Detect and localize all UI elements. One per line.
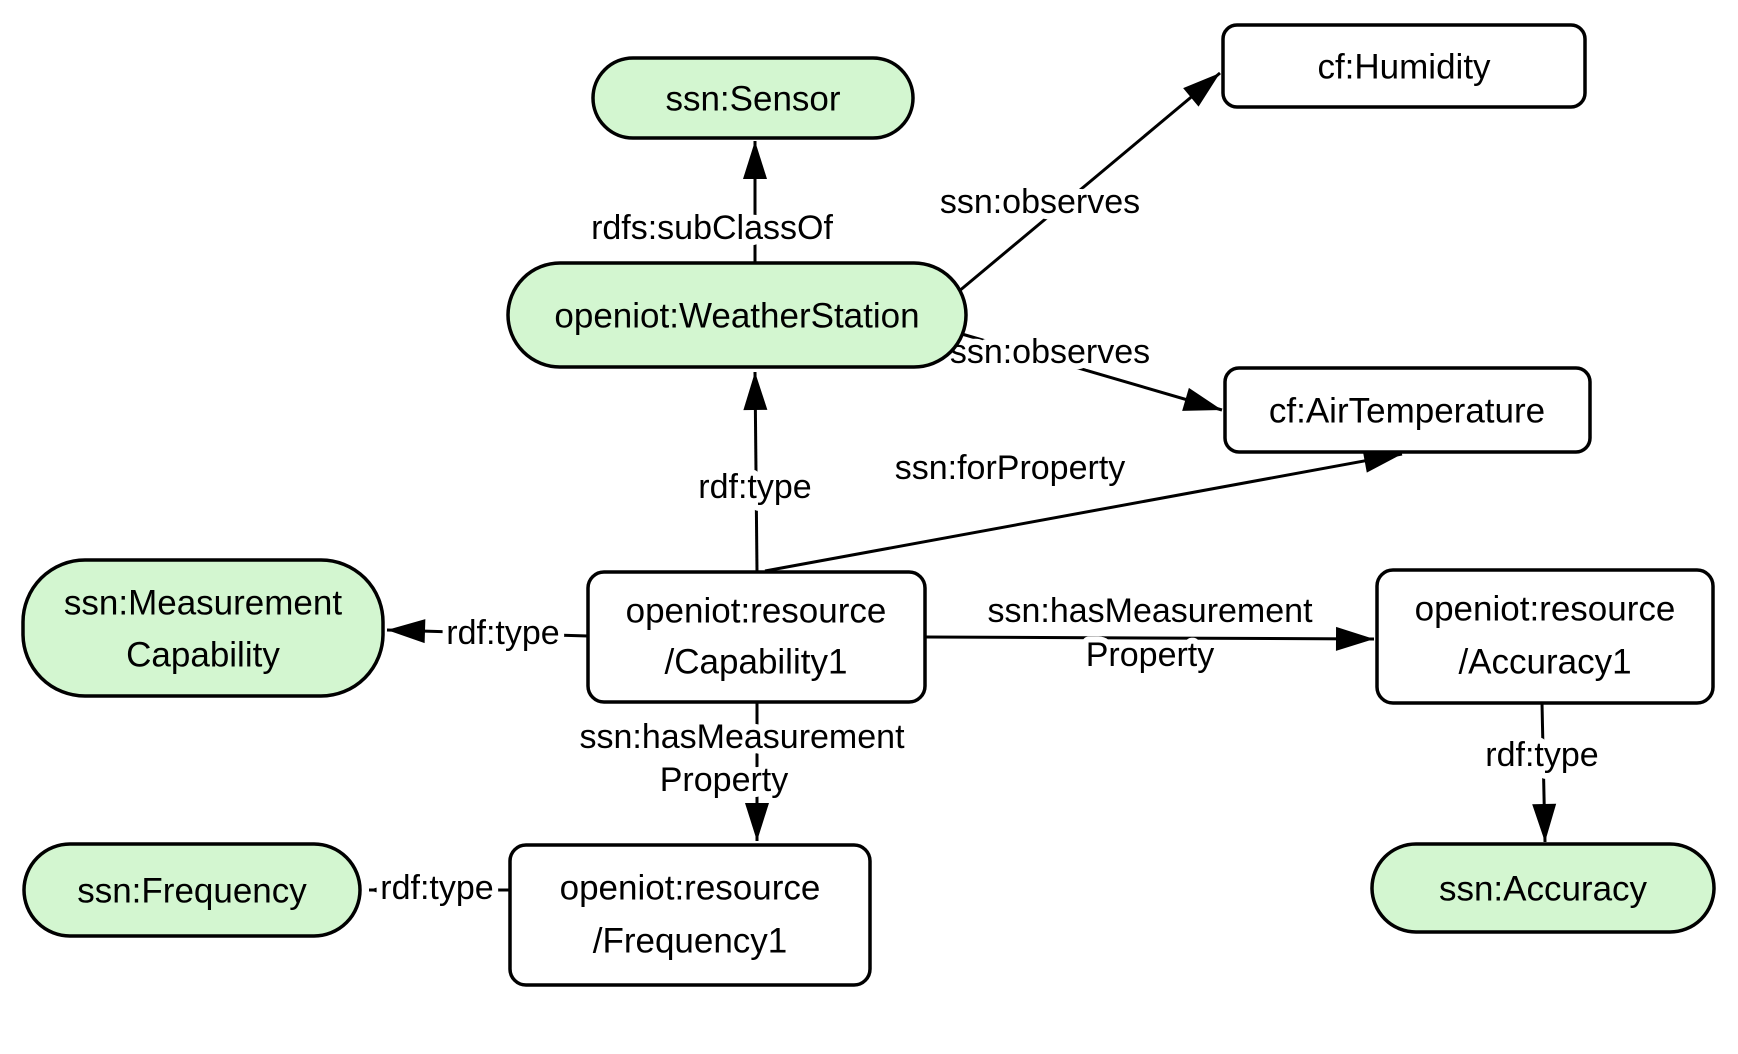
node-shape [1375, 568, 1715, 705]
node-shape [586, 570, 927, 704]
node-shape [22, 842, 362, 938]
class-node-ssn-accuracy: ssn:Accuracy [1370, 842, 1716, 934]
node-label-line1: openiot:resource [626, 592, 887, 631]
edge-label-line2: Property [660, 761, 789, 799]
node-shape [508, 843, 872, 987]
class-node-ssn-measurementcapability: ssn:Measurement Capability [21, 558, 385, 698]
node-label: ssn:Frequency [77, 872, 307, 911]
edge-label-ssn-observes-airtemperature: ssn:observes [950, 333, 1150, 371]
class-node-openiot-weatherstation: openiot:WeatherStation [506, 261, 968, 369]
edge-labels: rdfs:subClassOf rdf:type ssn:observes ss… [374, 177, 1604, 913]
node-label-line1: openiot:resource [560, 869, 821, 908]
node-shape [1221, 23, 1587, 109]
node-shape [21, 558, 385, 698]
node-label-line2: /Frequency1 [593, 922, 788, 961]
edge-label-ssn-hasmeasurementproperty-accuracy: ssn:hasMeasurement Property [981, 586, 1319, 680]
node-shape [1223, 366, 1592, 454]
edge-label-line1: ssn:hasMeasurement [579, 718, 905, 756]
edge-label-ssn-observes-humidity: ssn:observes [940, 183, 1140, 221]
edge-ssn-forproperty [764, 449, 1403, 573]
class-node-ssn-frequency: ssn:Frequency [22, 842, 362, 938]
edge-ssn-observes-airtemperature [954, 330, 1223, 412]
node-shape [591, 56, 915, 140]
edge-label-line1: ssn:hasMeasurement [987, 592, 1313, 630]
node-label: ssn:Accuracy [1439, 870, 1648, 909]
edge-ssn-observes-humidity [957, 71, 1221, 294]
node-label-line2: Capability [126, 636, 280, 675]
edge-label-ssn-hasmeasurementproperty-frequency: ssn:hasMeasurement Property [573, 712, 911, 805]
edge-ssn-hasmeasurementproperty-accuracy [924, 626, 1375, 651]
instance-node-openiot-resource-frequency1: openiot:resource /Frequency1 [508, 843, 872, 987]
edge-rdf-type-measurementcapability [386, 619, 589, 644]
edge-label-rdfs-subclassof: rdfs:subClassOf [591, 209, 833, 247]
edge-rdf-type-accuracy [1532, 702, 1557, 843]
edge-label-rdf-type-accuracy: rdf:type [1485, 736, 1598, 774]
node-label-line2: /Accuracy1 [1458, 643, 1631, 682]
node-shape [506, 261, 968, 369]
node-label: cf:Humidity [1317, 48, 1491, 87]
node-label: openiot:WeatherStation [554, 297, 919, 336]
instance-node-openiot-resource-accuracy1: openiot:resource /Accuracy1 [1375, 568, 1715, 705]
class-node-ssn-sensor: ssn:Sensor [591, 56, 915, 140]
edge-label-rdf-type-frequency: rdf:type [380, 869, 493, 907]
node-label-line2: /Capability1 [665, 643, 848, 682]
instance-node-openiot-resource-capability1: openiot:resource /Capability1 [586, 570, 927, 704]
instance-node-cf-humidity: cf:Humidity [1221, 23, 1587, 109]
node-label: cf:AirTemperature [1269, 392, 1545, 431]
edge-rdf-type-weatherstation [743, 371, 768, 573]
node-label: ssn:Sensor [665, 80, 840, 119]
edge-label-rdf-type-weatherstation: rdf:type [698, 468, 811, 506]
edges [369, 71, 1557, 902]
edge-label-ssn-forproperty: ssn:forProperty [895, 449, 1126, 487]
edge-label-rdf-type-measurementcapability: rdf:type [446, 614, 559, 652]
nodes: ssn:Sensor openiot:WeatherStation cf:Hum… [21, 23, 1716, 987]
node-shape [1370, 842, 1716, 934]
node-label-line1: ssn:Measurement [64, 584, 342, 623]
instance-node-cf-airtemperature: cf:AirTemperature [1223, 366, 1592, 454]
edge-label-line2: Property [1086, 636, 1215, 674]
node-label-line1: openiot:resource [1415, 590, 1676, 629]
